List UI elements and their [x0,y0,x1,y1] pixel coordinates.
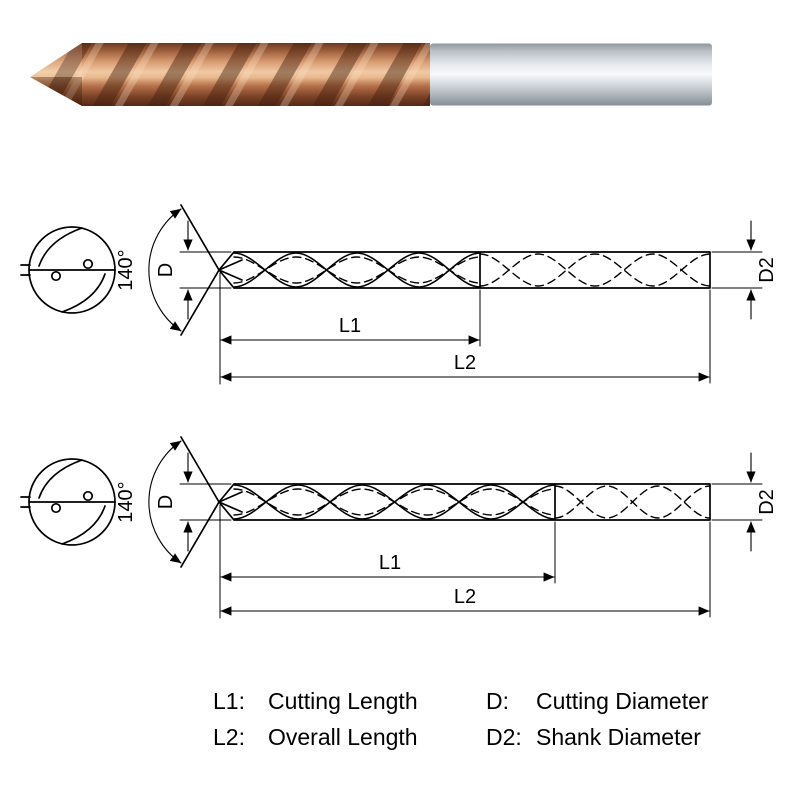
drill-profile [218,251,711,289]
coolant-hole [82,490,94,502]
overall-length-label: L2 [454,352,476,374]
legend: L1: Cutting Length D: Cutting Diameter L… [213,688,709,760]
shank-body [430,43,712,106]
legend-value-l1: Cutting Length [268,688,418,714]
technical-drawing-1: 140° D D2 [20,204,778,385]
coolant-hole [50,502,62,514]
point-angle-dimension: 140° [115,436,220,568]
legend-row-2: L2: Overall Length D2: Shank Diameter [213,724,709,751]
drill-photo [30,43,712,106]
legend-row-1: L1: Cutting Length D: Cutting Diameter [213,688,709,715]
tip-shadow [30,77,82,106]
flute-face-curve [61,505,106,545]
cutting-diameter-label: D [155,263,177,277]
cutting-length-label: L1 [379,552,401,574]
technical-drawing-2: 140° D D2 [20,436,778,619]
cutting-diameter-dimension: D [155,452,232,552]
shank-diameter-label: D2 [756,257,778,283]
overall-length-label: L2 [454,586,476,608]
legend-value-d: Cutting Diameter [536,688,709,714]
overall-length-dimension: L2 [220,521,711,618]
shank-diameter-label: D2 [756,489,778,515]
flute-helix-hidden-line [233,256,481,284]
angle-leg [180,436,220,503]
point-angle-label: 140° [115,481,137,522]
legend-value-d2: Shank Diameter [536,724,701,750]
point-angle-label: 140° [115,249,137,290]
shank-hidden-line [554,485,711,519]
legend-value-l2: Overall Length [268,724,418,750]
coolant-hole [82,258,94,270]
cutting-length-dimension: L1 [219,504,556,619]
end-view [20,458,116,546]
flute-helix-hidden-line [233,488,556,516]
legend-key-d: D: [486,688,509,714]
legend-key-l2: L2: [213,724,245,750]
shank-hidden-line [479,253,711,287]
shank-diameter-dimension: D2 [711,452,778,552]
flute-helix-hidden-line [233,256,481,284]
drill-outline [218,251,711,289]
point-angle-dimension: 140° [115,204,220,336]
angle-arc [148,440,182,564]
angle-arc [148,208,182,332]
angle-leg [180,269,220,336]
tip-facet-lines [218,259,243,281]
tip-highlight [30,43,82,77]
end-view [20,226,116,314]
cutting-length-dimension: L1 [219,272,481,385]
flute-face-curve [61,273,106,313]
drill-profile [218,483,711,521]
flute-body [30,43,430,106]
shank-hidden-line [479,253,711,287]
legend-key-d2: D2: [486,724,522,750]
tip-facet-lines [218,491,243,513]
flute-face-curve [38,459,83,499]
flute-helix-line [233,252,481,288]
drill-outline [218,483,711,521]
cutting-diameter-dimension: D [155,220,232,320]
cutting-length-label: L1 [339,315,361,337]
overall-length-dimension: L2 [220,289,711,384]
shank-diameter-dimension: D2 [711,220,778,320]
flute-helix-line [233,252,481,288]
coolant-hole [50,270,62,282]
angle-leg [180,204,220,271]
legend-key-l1: L1: [213,688,245,714]
cutting-diameter-label: D [155,495,177,509]
flute-spiral-shading [36,43,430,106]
flute-face-curve [38,227,83,267]
angle-leg [180,501,220,568]
